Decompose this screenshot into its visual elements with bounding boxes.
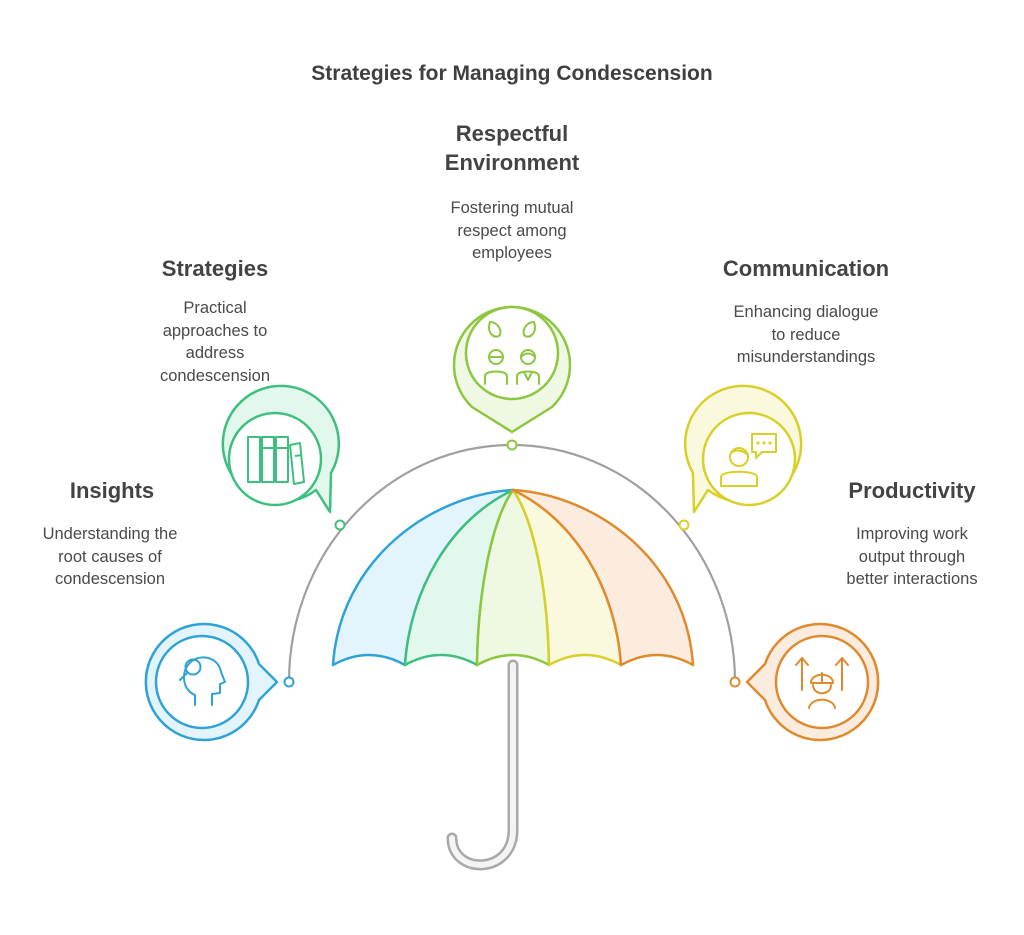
desc-productivity-line2: output through <box>858 547 966 566</box>
connector-dot-respect <box>506 439 518 451</box>
desc-communication-line3: misunderstandings <box>736 348 876 366</box>
desc-strategies-line1: Practical <box>183 299 247 317</box>
umbrella-canopy <box>331 488 695 667</box>
desc-respect-line3: employees <box>472 244 552 262</box>
people-cheering-icon <box>484 321 540 385</box>
desc-insights-line1: Understanding the <box>42 525 178 543</box>
desc-productivity-line1: Improving work <box>856 525 968 543</box>
connector-dot-communication <box>678 519 690 531</box>
desc-respect-line2: respect among <box>457 221 567 240</box>
bubble-insights <box>144 622 279 742</box>
bubble-productivity <box>745 622 880 742</box>
heading-communication-line1: Communication <box>722 256 890 281</box>
page-title: Strategies for Managing Condescension <box>311 62 713 85</box>
connector-dot-productivity <box>729 676 741 688</box>
desc-communication-line1: Enhancing dialogue <box>733 303 879 321</box>
desc-strategies: Practical approaches to address condesce… <box>115 297 315 387</box>
heading-communication: Communication <box>698 254 914 283</box>
desc-insights: Understanding the root causes of condesc… <box>10 523 210 591</box>
heading-respect-line1: Respectful <box>455 121 569 146</box>
desc-productivity: Improving work output through better int… <box>812 523 1012 591</box>
connector-dot-insights <box>283 676 295 688</box>
desc-respect: Fostering mutual respect among employees <box>412 197 612 265</box>
heading-strategies: Strategies <box>115 254 315 283</box>
person-speech-bubble-icon <box>720 433 777 487</box>
heading-productivity: Productivity <box>812 476 1012 505</box>
desc-strategies-line2: approaches to <box>162 321 268 340</box>
heading-strategies-line1: Strategies <box>161 256 269 281</box>
heading-productivity-line1: Productivity <box>848 478 976 503</box>
bubble-respect <box>452 305 572 434</box>
bubble-strategies <box>221 384 341 514</box>
head-magnifier-icon <box>179 656 226 706</box>
books-icon <box>247 436 305 485</box>
desc-productivity-line3: better interactions <box>846 570 978 588</box>
desc-respect-line1: Fostering mutual <box>450 199 574 217</box>
umbrella-handle <box>446 659 519 871</box>
desc-insights-line3: condescension <box>54 570 166 588</box>
bubble-communication <box>683 384 803 514</box>
heading-respect: Respectful Environment <box>412 119 612 177</box>
worker-arrows-up-icon <box>795 657 849 709</box>
heading-respect-line2: Environment <box>444 150 580 175</box>
connector-dot-strategies <box>334 519 346 531</box>
heading-insights-line1: Insights <box>69 478 155 503</box>
heading-insights: Insights <box>12 476 212 505</box>
canopy-panel-productivity <box>511 488 695 667</box>
desc-communication-line2: to reduce <box>771 325 841 344</box>
desc-strategies-line3: address <box>185 344 245 362</box>
desc-communication: Enhancing dialogue to reduce misundersta… <box>706 301 906 369</box>
desc-insights-line2: root causes of <box>58 547 162 566</box>
desc-strategies-line4: condescension <box>159 366 271 385</box>
